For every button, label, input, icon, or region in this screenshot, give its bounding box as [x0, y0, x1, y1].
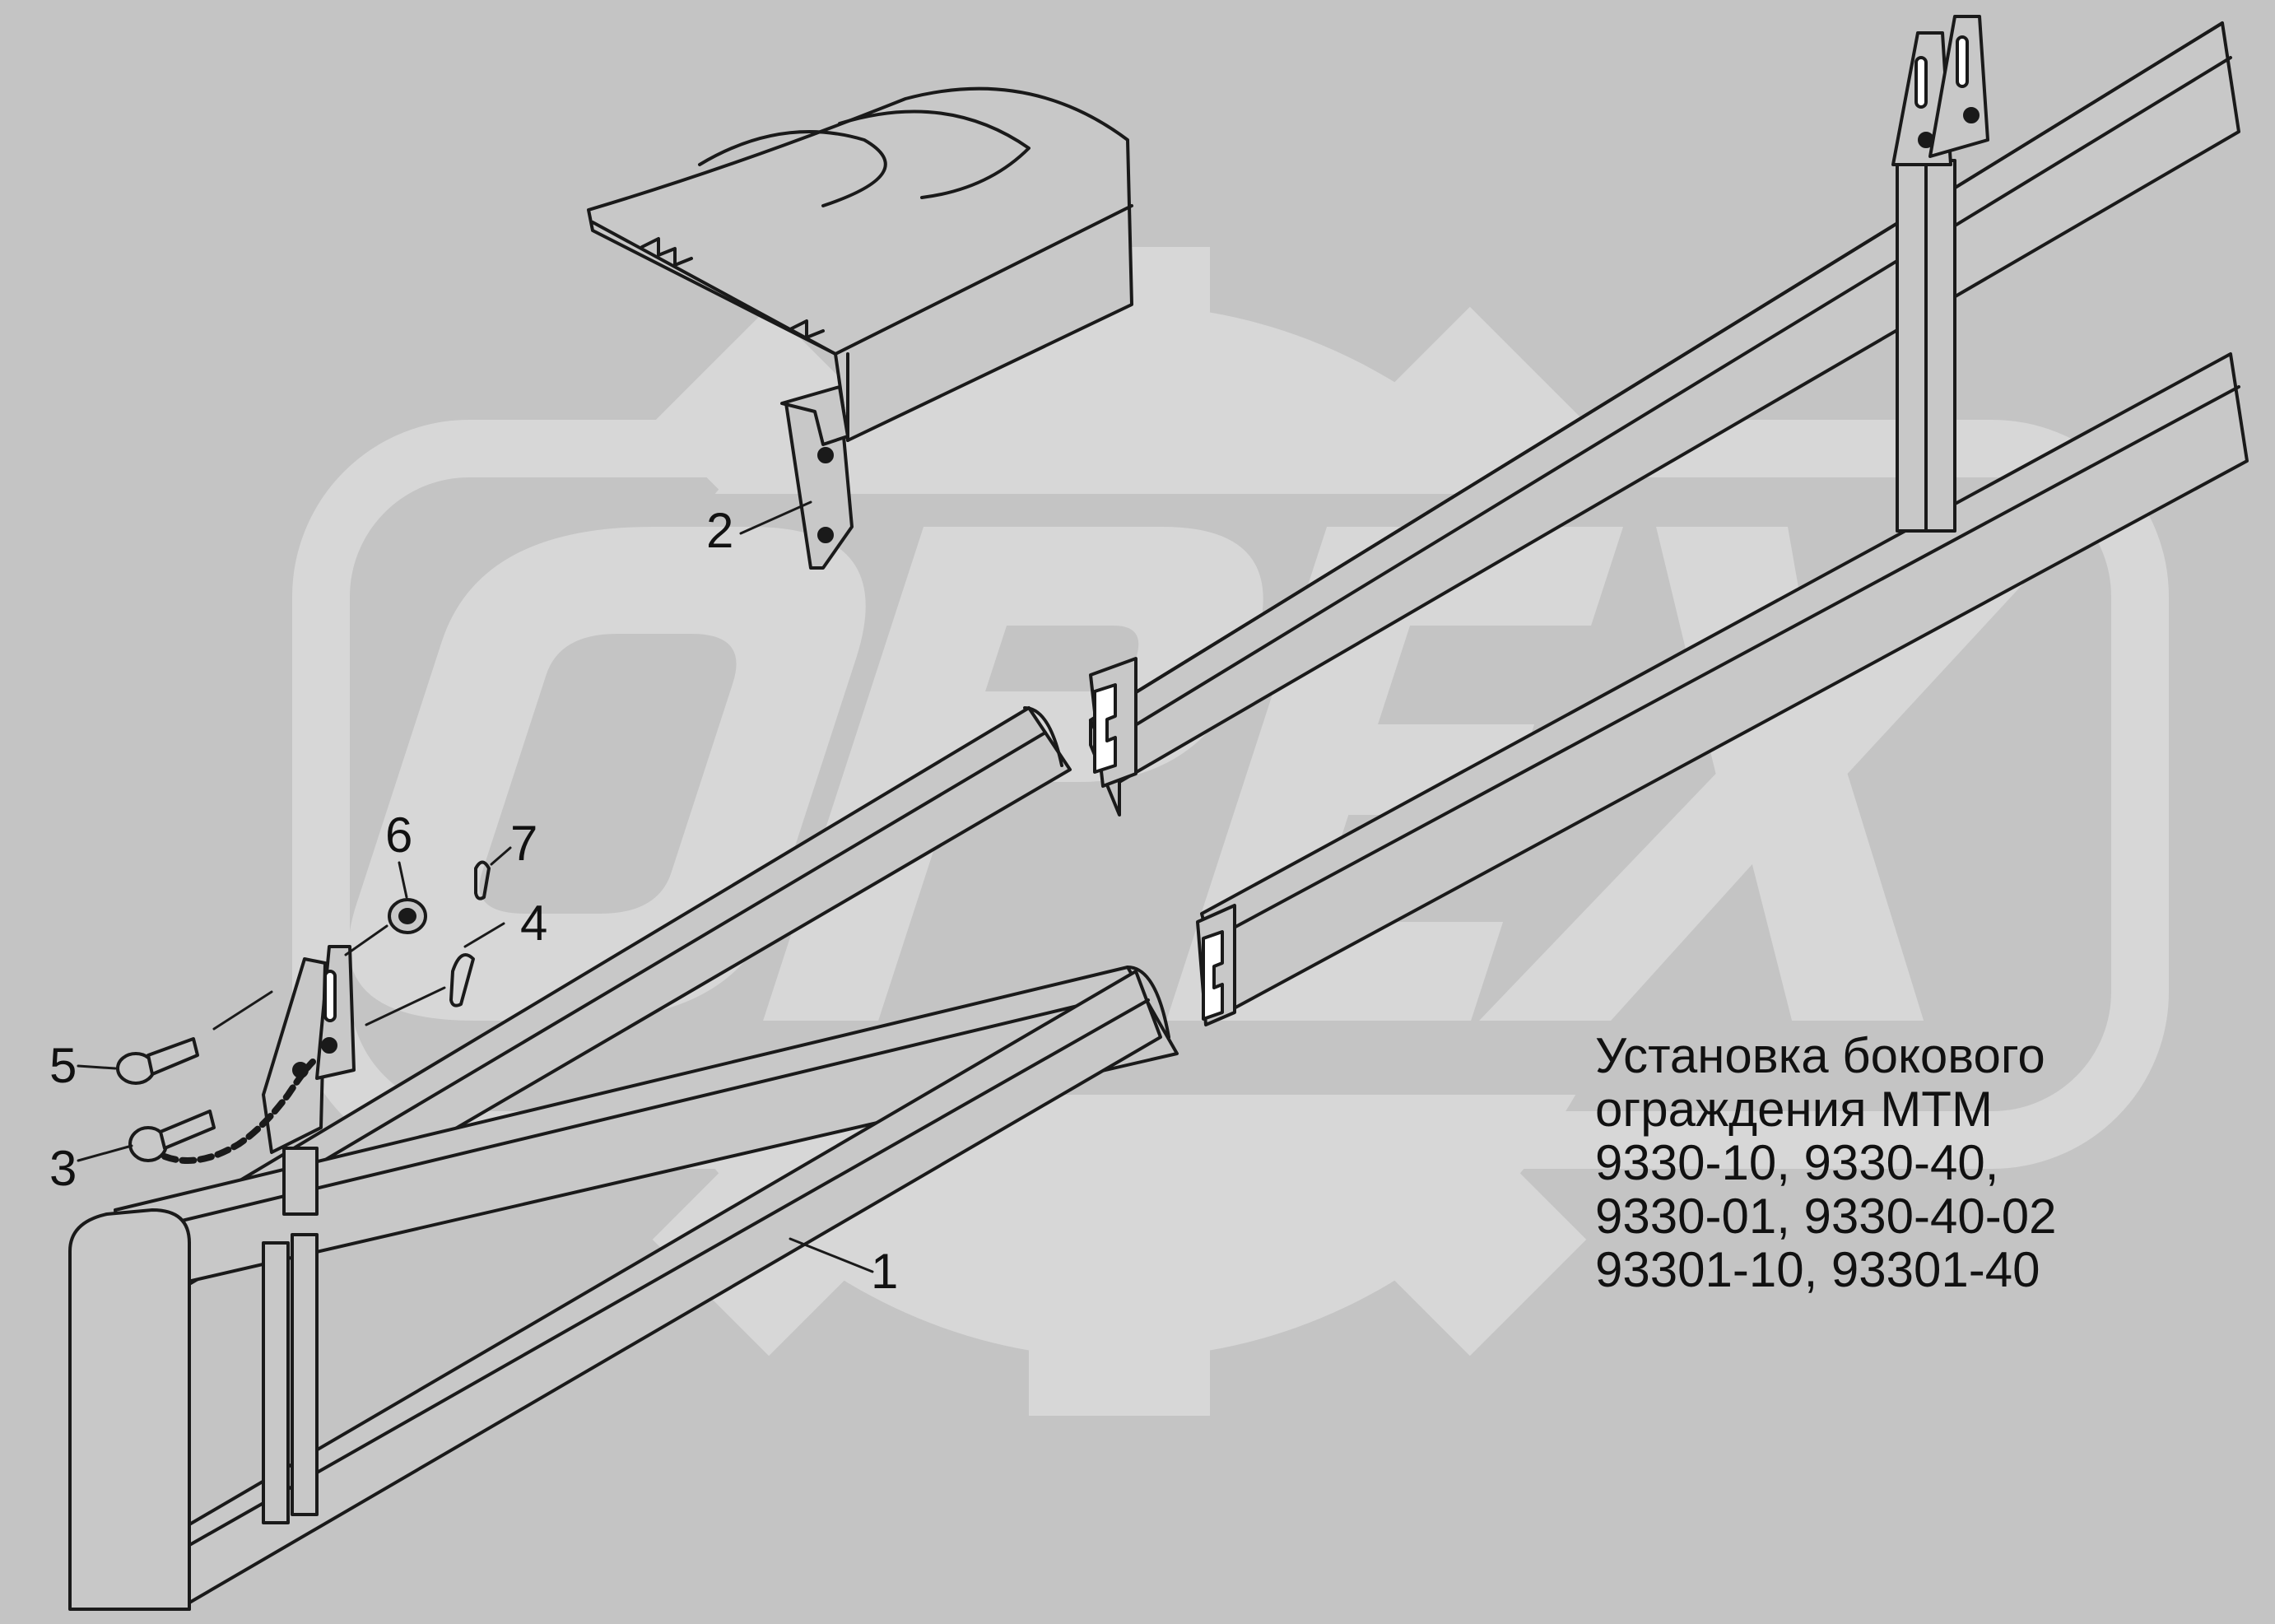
watermark-frame — [292, 420, 2169, 1169]
washer-part-6 — [388, 898, 427, 934]
parts-drawing — [68, 15, 2249, 1611]
caption-line-4: 9330-01, 9330-40-02 — [1595, 1189, 2057, 1244]
front-guard-frame — [68, 966, 1179, 1611]
clip-part-4 — [449, 953, 475, 1007]
callout-2: 2 — [706, 503, 733, 558]
cotter-pin-part-7 — [474, 860, 491, 900]
caption-line-3: 9330-10, 9330-40, — [1595, 1135, 1999, 1190]
callout-4: 4 — [520, 896, 547, 951]
rear-post — [1891, 15, 1989, 533]
caption-line-2: ограждения МТМ — [1595, 1082, 1993, 1137]
floor-section — [587, 86, 1133, 570]
bolt-part-5 — [116, 1037, 199, 1085]
callout-5: 5 — [49, 1038, 77, 1093]
callout-3: 3 — [49, 1141, 77, 1196]
lower-beam — [1196, 352, 2249, 1026]
callout-7: 7 — [510, 816, 537, 871]
pin-part-3 — [128, 1059, 316, 1164]
drawing-caption: Установка бокового ограждения МТМ 9330-1… — [1595, 1029, 2056, 1296]
callout-1: 1 — [871, 1244, 898, 1299]
callout-6: 6 — [385, 807, 412, 863]
leader-lines — [77, 500, 874, 1273]
caption-line-5: 93301-10, 93301-40 — [1595, 1242, 2040, 1297]
callout-labels: 1 2 3 4 5 6 7 — [49, 503, 898, 1299]
caption-line-1: Установка бокового — [1595, 1028, 2045, 1083]
